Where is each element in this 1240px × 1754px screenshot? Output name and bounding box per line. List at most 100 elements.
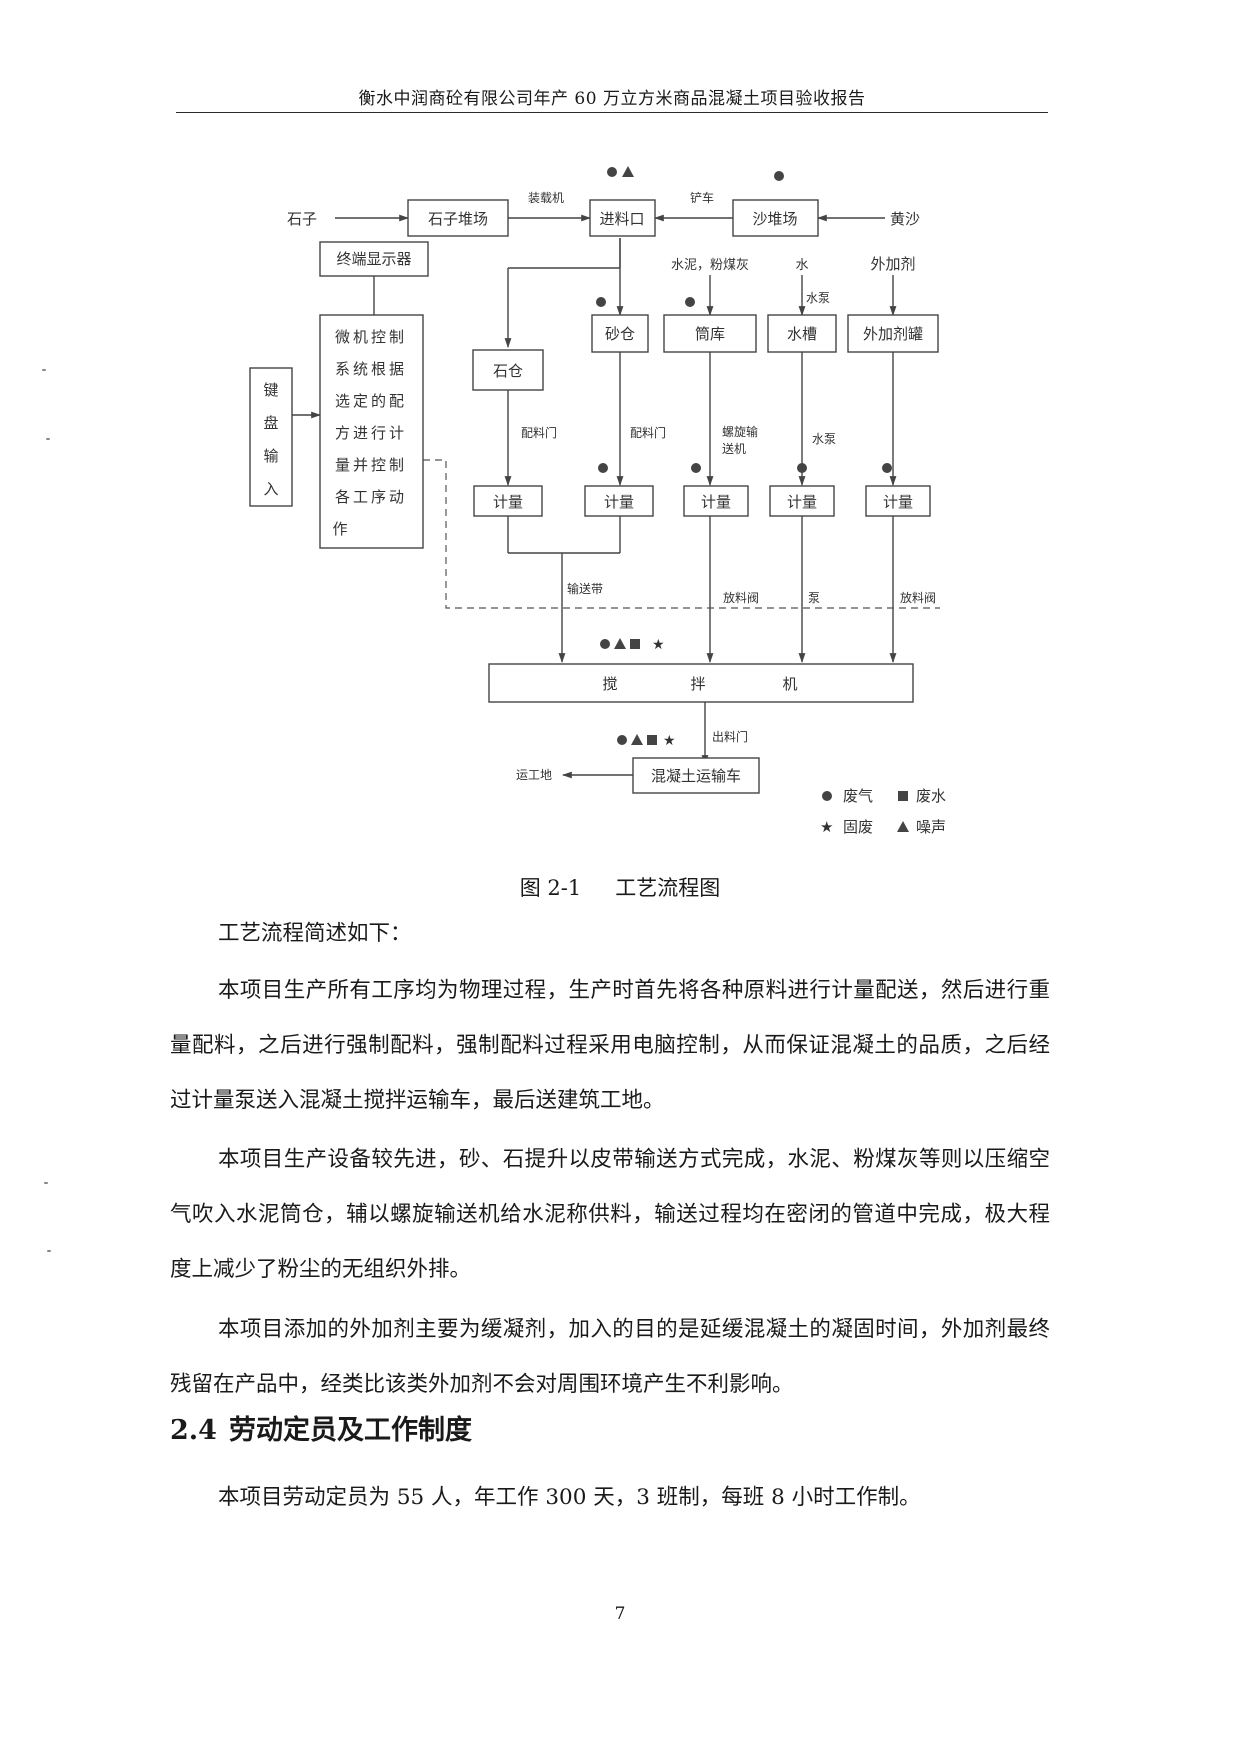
edge-forklift: 铲车 <box>690 190 714 205</box>
label-controller-2: 选定的配 <box>335 392 407 410</box>
label-stone-yard: 石子堆场 <box>428 210 488 228</box>
marker-waste-gas <box>600 639 610 649</box>
edge-screw-conveyor-1: 送机 <box>722 441 746 456</box>
label-keyboard-1: 盘 <box>263 414 278 432</box>
label-yellow-sand: 黄沙 <box>890 210 920 228</box>
label-stone-bin: 石仓 <box>493 362 523 380</box>
box-keyboard <box>249 367 293 507</box>
process-flow-figure: 石子 石子堆场 进料口 沙堆场 黄沙 终端显示器 键 盘 输 入 微机控制 系统… <box>0 150 1240 870</box>
label-measure-4: 计量 <box>787 493 817 511</box>
scan-speck <box>44 1182 48 1184</box>
control-signal-line <box>423 459 940 609</box>
box-measure-1 <box>473 485 543 517</box>
edge-batch-gate-2: 配料门 <box>630 425 666 440</box>
label-silo: 筒库 <box>695 325 725 343</box>
label-additive-in: 外加剂 <box>870 255 915 273</box>
legend-noise: 噪声 <box>916 818 946 836</box>
label-feed-port: 进料口 <box>599 210 644 228</box>
paragraph-4: 本项目劳动定员为 55 人，年工作 300 天，3 班制，每班 8 小时工作制。 <box>218 1485 921 1510</box>
label-mixer-2: 机 <box>782 675 797 693</box>
label-controller-4: 量并控制 <box>335 456 407 474</box>
edge-water-pump-top: 水泵 <box>806 291 830 305</box>
marker-waste-water <box>647 735 657 745</box>
box-measure-2 <box>584 485 654 517</box>
box-additive-tank <box>847 314 939 353</box>
label-stone-in: 石子 <box>287 210 317 228</box>
marker-waste-gas <box>596 297 606 307</box>
edge-belt: 输送带 <box>567 581 603 596</box>
edge-screw-conveyor-0: 螺旋输 <box>722 424 758 439</box>
label-sand-yard: 沙堆场 <box>752 210 797 228</box>
label-terminal: 终端显示器 <box>336 250 411 268</box>
process-flow-diagram: 石子 石子堆场 进料口 沙堆场 黄沙 终端显示器 键 盘 输 入 微机控制 系统… <box>249 166 946 836</box>
label-keyboard-3: 入 <box>263 480 278 498</box>
label-measure-1: 计量 <box>493 493 523 511</box>
marker-waste-gas <box>598 463 608 473</box>
box-stone-yard <box>407 199 509 237</box>
marker-noise <box>631 734 643 745</box>
box-water-tank <box>767 314 837 353</box>
edge-discharge-valve-1: 放料阀 <box>723 590 759 605</box>
label-measure-3: 计量 <box>701 493 731 511</box>
box-sand-yard <box>732 199 819 237</box>
section-title: 劳动定员及工作制度 <box>228 1415 472 1446</box>
paragraph-3: 本项目添加的外加剂主要为缓凝剂，加入的目的是延缓混凝土的凝固时间，外加剂最终残留… <box>170 1317 1050 1397</box>
paragraph-2: 本项目生产设备较先进，砂、石提升以皮带输送方式完成，水泥、粉煤灰等则以压缩空气吹… <box>170 1147 1050 1282</box>
legend-waste-gas: 废气 <box>843 787 873 805</box>
edge-discharge-gate: 出料门 <box>712 729 748 744</box>
box-terminal <box>319 241 429 277</box>
marker-waste-gas <box>685 297 695 307</box>
label-to-site: 运工地 <box>516 768 552 782</box>
label-controller-0: 微机控制 <box>335 328 407 346</box>
box-feed-port <box>589 199 656 237</box>
marker-waste-gas <box>797 463 807 473</box>
scan-speck <box>47 1250 51 1252</box>
label-controller-5: 各工序动 <box>335 488 407 506</box>
marker-waste-water <box>630 639 640 649</box>
box-silo <box>663 314 757 353</box>
label-controller-3: 方进行计 <box>335 424 407 442</box>
legend-solid-waste-symbol: ★ <box>820 818 833 836</box>
edge-discharge-valve-2: 放料阀 <box>900 590 936 605</box>
edge-batch-gate-1: 配料门 <box>521 425 557 440</box>
figure-legend: 废气 废水 ★ 固废 噪声 <box>820 787 946 836</box>
legend-solid-waste: 固废 <box>843 818 873 836</box>
edge-pump: 泵 <box>808 591 820 605</box>
label-truck: 混凝土运输车 <box>651 767 741 785</box>
label-controller-6: 作 <box>332 520 347 538</box>
label-keyboard-2: 输 <box>263 447 278 465</box>
label-keyboard-0: 键 <box>263 381 278 399</box>
running-header: 衡水中润商砼有限公司年产 60 万立方米商品混凝土项目验收报告 <box>358 89 866 109</box>
legend-noise-symbol <box>897 821 909 832</box>
label-sand-bin: 砂仓 <box>605 325 635 343</box>
figure-caption: 图 2-1 工艺流程图 <box>0 872 1240 902</box>
box-measure-4 <box>769 485 835 517</box>
label-water-tank: 水槽 <box>787 325 817 343</box>
label-additive-tank: 外加剂罐 <box>863 325 923 343</box>
header-rule <box>176 112 1048 113</box>
section-number: 2.4 <box>170 1415 217 1446</box>
section-heading: 2.4 劳动定员及工作制度 <box>170 1408 472 1447</box>
label-cement-in: 水泥，粉煤灰 <box>671 258 749 273</box>
paragraph-1: 本项目生产所有工序均为物理过程，生产时首先将各种原料进行计量配送，然后进行重量配… <box>170 978 1050 1113</box>
box-measure-5 <box>865 485 931 517</box>
marker-waste-gas <box>882 463 892 473</box>
marker-waste-gas <box>607 167 617 177</box>
legend-waste-water-symbol <box>898 791 908 801</box>
label-measure-2: 计量 <box>604 493 634 511</box>
box-measure-3 <box>683 485 749 517</box>
box-mixer <box>488 663 914 703</box>
marker-waste-gas <box>617 735 627 745</box>
box-stone-bin <box>472 349 544 391</box>
edge-water-pump: 水泵 <box>812 432 836 446</box>
marker-noise <box>622 166 634 177</box>
legend-waste-water: 废水 <box>916 787 946 805</box>
box-sand-bin <box>591 314 649 353</box>
figure-title: 工艺流程图 <box>615 876 721 900</box>
label-mixer-0: 搅 <box>602 675 617 693</box>
figure-number: 图 2-1 <box>519 876 582 900</box>
marker-noise <box>614 638 626 649</box>
label-mixer-1: 拌 <box>690 675 705 693</box>
box-controller <box>319 314 424 549</box>
